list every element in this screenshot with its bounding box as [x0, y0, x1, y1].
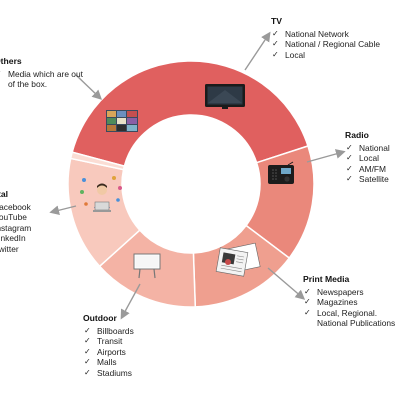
digital-item: Facebook — [0, 201, 31, 212]
radio-item: Satellite — [345, 174, 400, 185]
outdoor-item: Airports — [83, 347, 173, 358]
radio-connector-arrow — [306, 149, 346, 163]
others-segment — [69, 151, 126, 171]
outdoor-item: Stadiums — [83, 368, 173, 379]
television-icon — [205, 84, 245, 109]
digital-media-person-icon — [80, 176, 122, 212]
print-media-title: Print Media — [303, 274, 350, 284]
outdoor-title: Outdoor — [83, 313, 117, 323]
radio-label-block: Radio National Local AM/FM Satellite — [345, 130, 400, 185]
radio-item: AM/FM — [345, 164, 400, 175]
tv-item: National / Regional Cable — [271, 39, 389, 50]
print-media-item: Magazines — [303, 297, 400, 308]
others-title: Others — [0, 56, 22, 66]
print-media-label-block: Print Media Newspapers Magazines Local, … — [303, 274, 400, 329]
newspaper-icon — [215, 242, 261, 277]
digital-item: YouTube — [0, 212, 27, 223]
radio-item: National — [345, 143, 400, 154]
others-label-block: Others Media which are out of the box. — [0, 56, 84, 90]
tv-connector-arrow — [244, 31, 271, 71]
digital-label-block: igital Facebook YouTube Instagram Linked… — [0, 189, 58, 255]
tv-item-list: National Network National / Regional Cab… — [271, 29, 389, 61]
outdoor-item: Billboards — [83, 326, 173, 337]
print-media-connector-arrow — [267, 267, 306, 300]
tv-item: Local — [271, 50, 389, 61]
print-media-item: Newspapers — [303, 287, 400, 298]
photo-collage-icon — [106, 110, 138, 132]
tv-segment — [71, 60, 309, 168]
print-media-item: Local, Regional. National Publications — [303, 308, 400, 329]
radio-item: Local — [345, 153, 400, 164]
digital-connector-arrow — [49, 205, 77, 216]
radio-item-list: National Local AM/FM Satellite — [345, 143, 400, 185]
digital-item: LinkedIn — [0, 233, 26, 244]
radio-title: Radio — [345, 130, 369, 140]
digital-item: Twitter — [0, 243, 19, 254]
outdoor-item: Malls — [83, 357, 173, 368]
radio-icon — [268, 161, 294, 184]
tv-item: National Network — [271, 29, 389, 40]
others-item: Media which are out of the box. — [0, 69, 84, 90]
print-media-item-list: Newspapers Magazines Local, Regional. Na… — [303, 287, 400, 329]
tv-title: TV — [271, 16, 282, 26]
digital-title: igital — [0, 189, 9, 199]
others-item-list: Media which are out of the box. — [0, 69, 84, 90]
digital-item: Instagram — [0, 222, 32, 233]
outdoor-label-block: Outdoor Billboards Transit Airports Mall… — [83, 313, 173, 379]
digital-item-list: Facebook YouTube Instagram LinkedIn Twit… — [0, 202, 58, 255]
billboard-icon — [133, 253, 161, 279]
outdoor-connector-arrow — [120, 283, 141, 320]
tv-label-block: TV National Network National / Regional … — [271, 16, 389, 60]
outdoor-item: Transit — [83, 336, 173, 347]
outdoor-item-list: Billboards Transit Airports Malls Stadiu… — [83, 326, 173, 379]
